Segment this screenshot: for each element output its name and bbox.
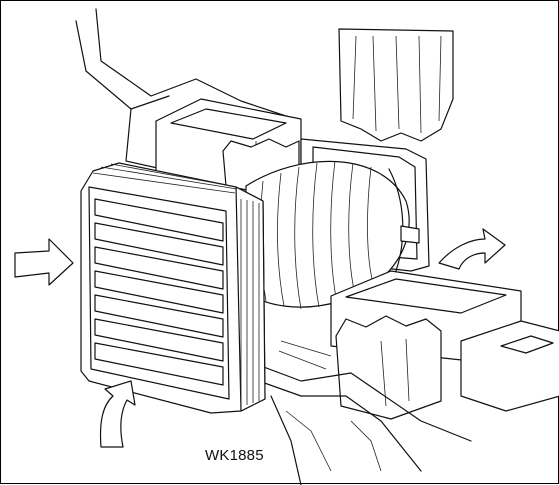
flexible-duct xyxy=(245,160,420,310)
airflow-arrow-bottom xyxy=(99,380,136,448)
airflow-arrow-right xyxy=(438,228,506,270)
fan-side-ribs xyxy=(240,199,260,405)
airflow-arrow-left xyxy=(14,238,74,286)
figure-reference-code: WK1885 xyxy=(205,447,264,464)
fan-top-ribs xyxy=(92,163,238,194)
fan-unit xyxy=(80,162,266,414)
lower-duct xyxy=(330,270,559,420)
louvre-grille xyxy=(94,198,224,386)
curtain-top-right xyxy=(338,28,454,142)
